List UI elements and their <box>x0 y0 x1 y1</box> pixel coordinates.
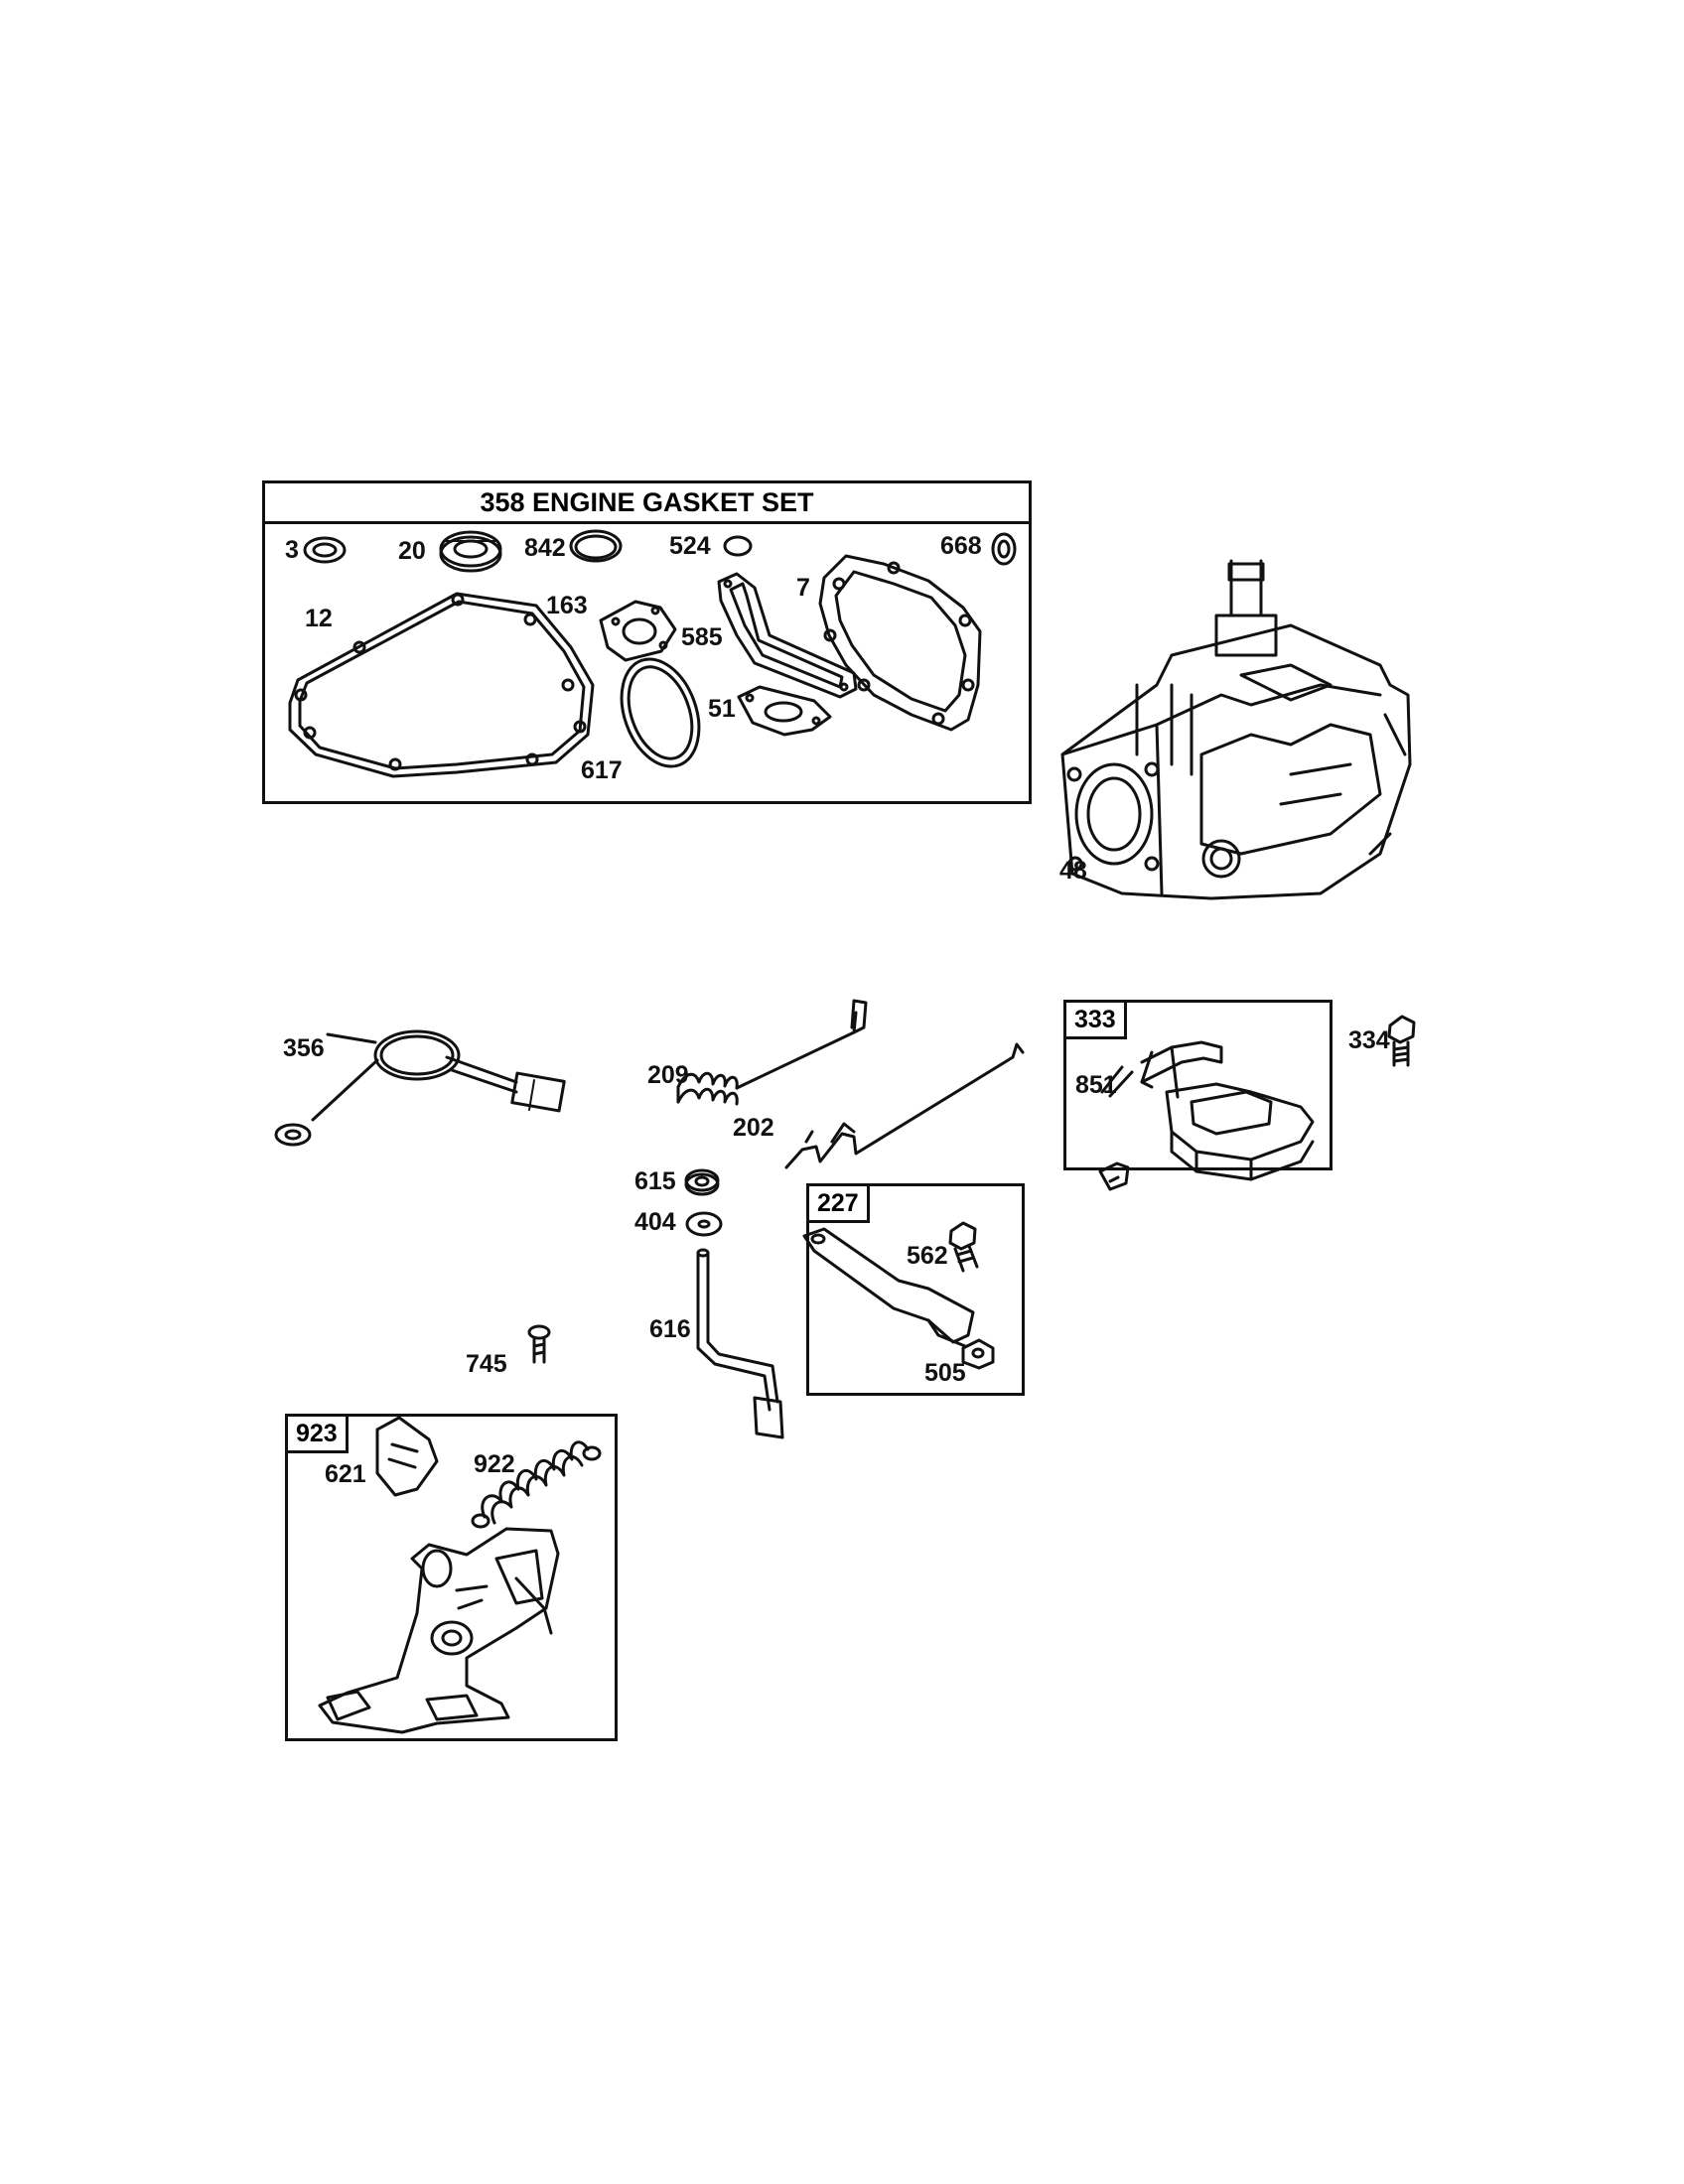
kit-923-frame: 923 <box>285 1414 618 1741</box>
clip-851-icon <box>1098 1161 1130 1191</box>
callout-615: 615 <box>634 1167 676 1195</box>
callout-505: 505 <box>924 1359 966 1387</box>
kit-227-tag: 227 <box>809 1186 870 1223</box>
callout-616: 616 <box>649 1315 691 1343</box>
governor-control-923-icon <box>318 1527 560 1734</box>
kit-333-frame: 333 <box>1063 1000 1333 1170</box>
control-bracket-227-icon <box>802 1227 975 1348</box>
callout-562: 562 <box>907 1242 948 1270</box>
ground-wire-356-icon <box>274 1029 566 1147</box>
callout-745: 745 <box>466 1350 507 1378</box>
nut-505-icon <box>961 1338 995 1370</box>
gasket-585-icon <box>717 572 858 699</box>
callout-668: 668 <box>940 532 982 560</box>
exhaust-gasket-51-icon <box>737 685 832 737</box>
callout-851: 851 <box>1075 1071 1117 1099</box>
cylinder-head-gasket-7-icon <box>818 554 982 732</box>
seal-668-icon <box>991 532 1017 566</box>
callout-404: 404 <box>634 1208 676 1236</box>
callout-48: 48 <box>1059 857 1087 885</box>
callout-209: 209 <box>647 1061 689 1089</box>
callout-7: 7 <box>796 574 810 602</box>
crankcase-gasket-12-icon <box>288 592 595 778</box>
gasket-set-frame: 358 ENGINE GASKET SET <box>262 480 1032 804</box>
armature-333-icon <box>1100 1040 1315 1181</box>
gasket-set-title: 358 ENGINE GASKET SET <box>265 483 1029 524</box>
kit-333-tag: 333 <box>1066 1003 1127 1039</box>
callout-621: 621 <box>325 1460 366 1488</box>
spring-922-icon <box>471 1440 602 1529</box>
governor-shaft-616-icon <box>696 1248 784 1439</box>
o-ring-842-icon <box>569 529 623 563</box>
lever-621-icon <box>375 1416 439 1497</box>
kit-227-frame: 227 <box>806 1183 1025 1396</box>
callout-12: 12 <box>305 605 333 632</box>
callout-51: 51 <box>708 695 736 723</box>
seal-3-icon <box>303 536 347 564</box>
washer-404-icon <box>685 1211 723 1237</box>
callout-3: 3 <box>285 536 299 564</box>
screw-334-icon <box>1387 1015 1416 1067</box>
nut-615-icon <box>684 1168 720 1196</box>
cylinder-block-48-icon <box>1060 559 1412 900</box>
callout-585: 585 <box>681 623 723 651</box>
governor-link-202-icon <box>784 1042 1025 1169</box>
o-ring-524-icon <box>723 535 753 557</box>
callout-617: 617 <box>581 756 623 784</box>
callout-163: 163 <box>546 592 588 619</box>
screw-745-icon <box>527 1324 551 1364</box>
callout-922: 922 <box>474 1450 515 1478</box>
oil-seal-20-icon <box>439 530 502 573</box>
callout-20: 20 <box>398 537 426 565</box>
kit-923-tag: 923 <box>288 1417 349 1453</box>
governor-spring-209-icon <box>676 999 868 1106</box>
callout-356: 356 <box>283 1034 325 1062</box>
callout-202: 202 <box>733 1114 774 1142</box>
screw-562-icon <box>948 1221 979 1273</box>
o-ring-617-icon <box>620 657 701 768</box>
callout-842: 842 <box>524 534 566 562</box>
callout-524: 524 <box>669 532 711 560</box>
gasket-163-icon <box>599 600 677 662</box>
callout-334: 334 <box>1348 1026 1390 1054</box>
